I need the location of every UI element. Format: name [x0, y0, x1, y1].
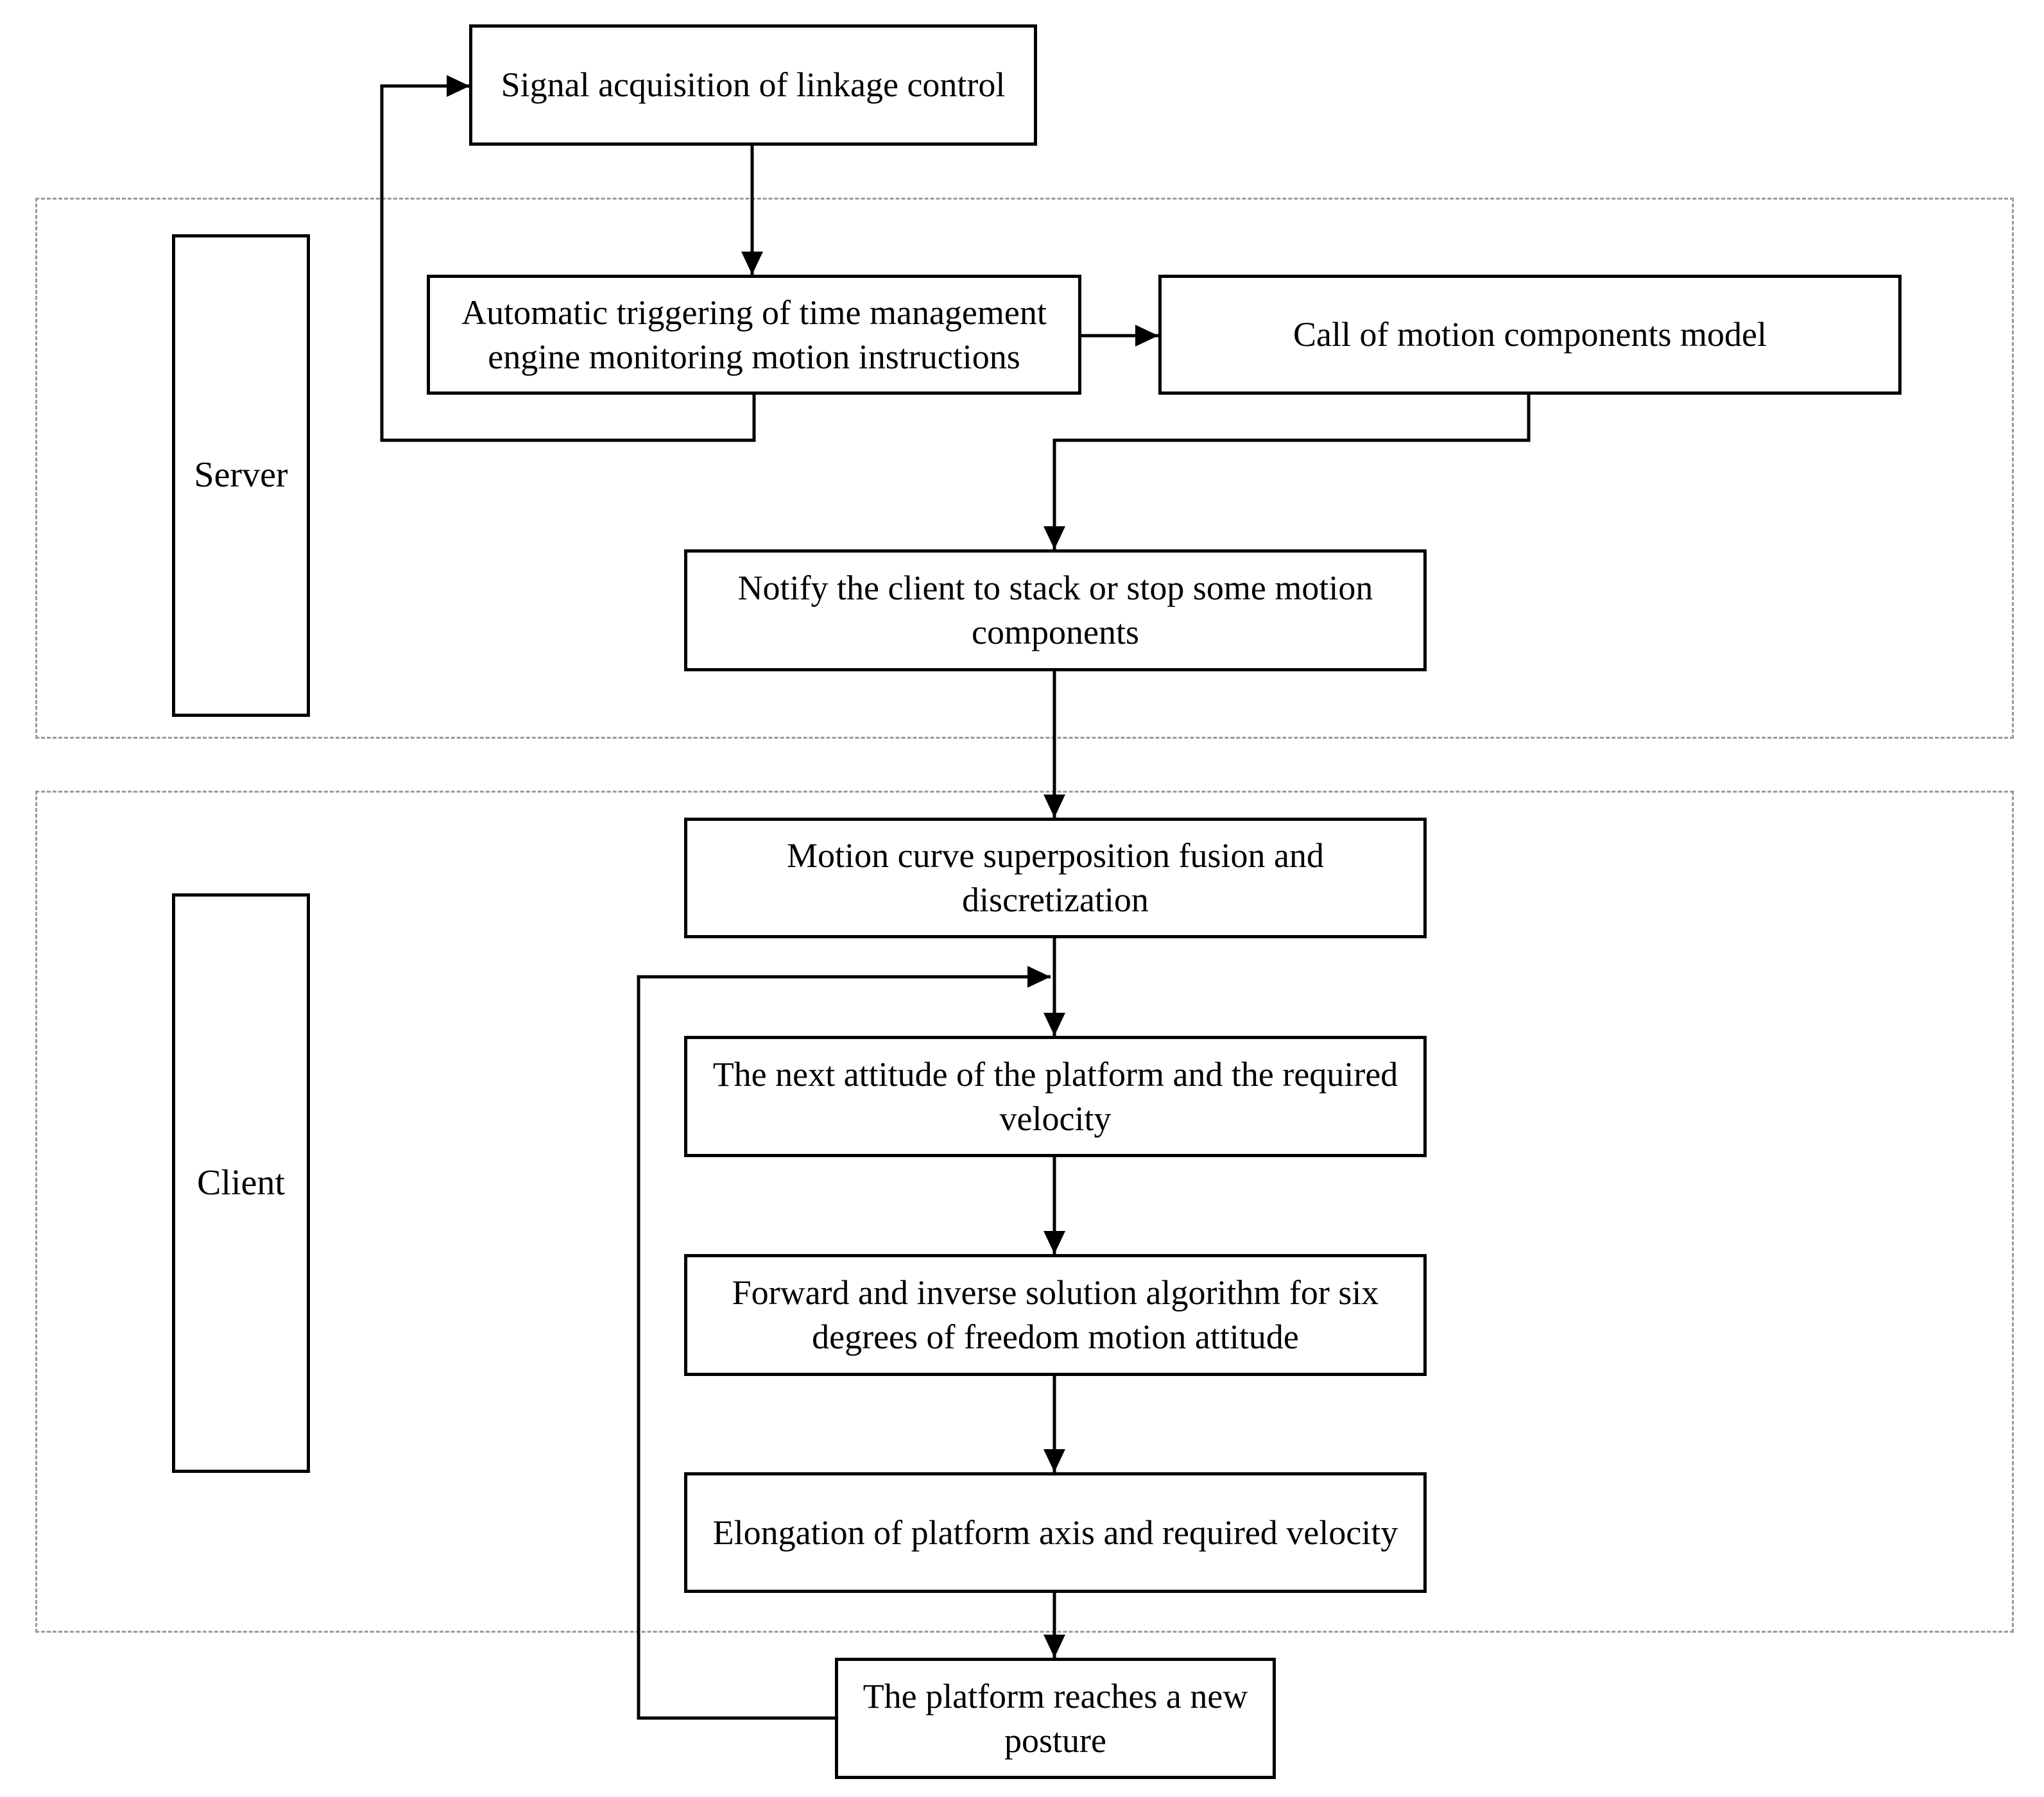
client-lane-text: Client: [197, 1162, 285, 1203]
arrow-new-posture-loop-to-next-attitude: [637, 966, 1051, 1720]
elongation-text: Elongation of platform axis and required…: [712, 1513, 1398, 1552]
signal-acquisition-text: Signal acquisition of linkage control: [501, 65, 1006, 105]
notify-client-node: Notify the client to stack or stop some …: [684, 549, 1427, 671]
auto-triggering-node: Automatic triggering of time management …: [427, 275, 1081, 395]
forward-inverse-text: Forward and inverse solution algorithm f…: [732, 1273, 1379, 1356]
client-lane-label: Client: [172, 893, 310, 1473]
call-model-text: Call of motion components model: [1293, 315, 1767, 354]
new-posture-node: The platform reaches a new posture: [835, 1658, 1276, 1779]
notify-client-text: Notify the client to stack or stop some …: [737, 569, 1373, 651]
signal-acquisition-node: Signal acquisition of linkage control: [469, 24, 1037, 146]
server-lane-label: Server: [172, 234, 310, 717]
next-attitude-text: The next attitude of the platform and th…: [712, 1054, 1398, 1138]
next-attitude-node: The next attitude of the platform and th…: [684, 1036, 1427, 1157]
server-lane-text: Server: [194, 455, 288, 495]
arrow-call-model-to-notify: [1043, 393, 1531, 549]
auto-triggering-text: Automatic triggering of time management …: [461, 293, 1047, 376]
curve-fusion-text: Motion curve superposition fusion and di…: [787, 836, 1324, 919]
arrow-triggering-loop-to-signal: [380, 75, 756, 442]
server-zone: [35, 198, 2014, 739]
call-model-node: Call of motion components model: [1158, 275, 1902, 395]
forward-inverse-node: Forward and inverse solution algorithm f…: [684, 1254, 1427, 1376]
curve-fusion-node: Motion curve superposition fusion and di…: [684, 818, 1427, 938]
client-zone: [35, 791, 2014, 1633]
elongation-node: Elongation of platform axis and required…: [684, 1472, 1427, 1593]
new-posture-text: The platform reaches a new posture: [863, 1676, 1248, 1760]
